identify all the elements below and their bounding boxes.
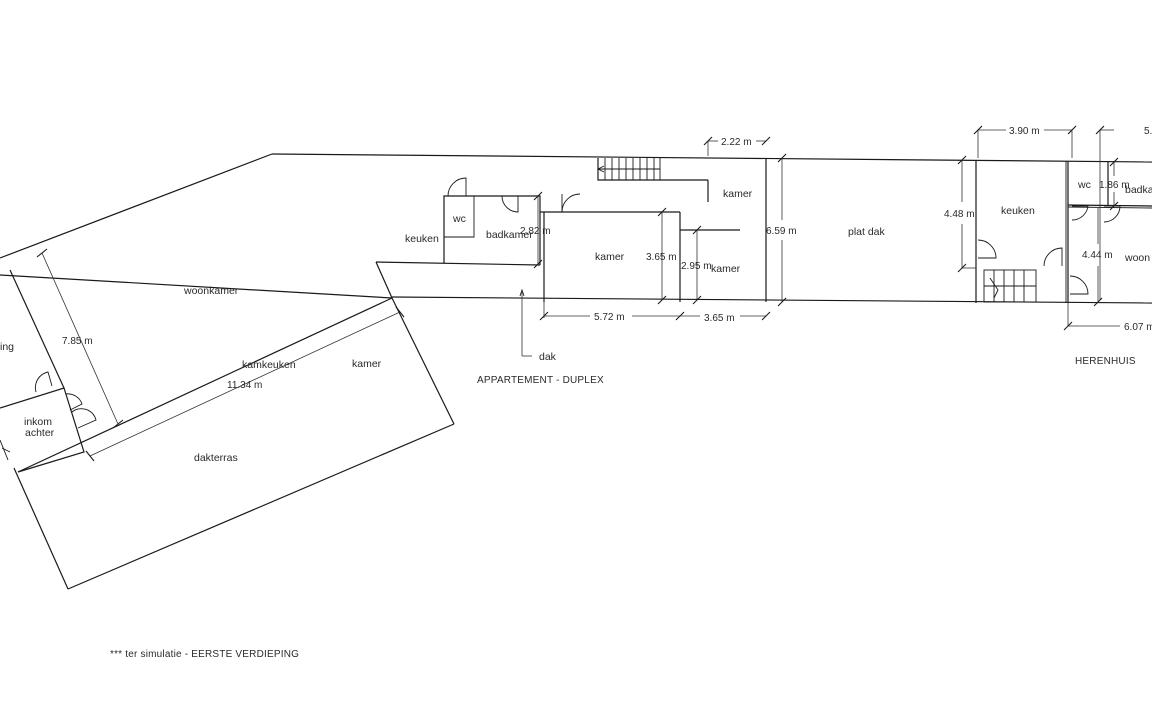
dimension-7.85 (36, 248, 124, 429)
dim-label-3.90: 3.90 m (1009, 126, 1040, 137)
dim-label-7.85: 7.85 m (62, 336, 93, 347)
dimension-6.07 (1063, 303, 1120, 331)
label-kamkeuken: kamkeuken (242, 359, 296, 371)
dimension-3.65-vertical (657, 207, 667, 305)
dimension-2.82 (533, 191, 543, 269)
dimension-2.22 (703, 136, 771, 156)
label-herenhuis: HERENHUIS (1075, 356, 1136, 367)
stairs-appartement (596, 158, 661, 180)
room-labels: woonkamer ing kamkeuken kamer inkom acht… (0, 179, 1152, 464)
dimension-4.44 (1093, 208, 1103, 307)
label-kamer-app-right: kamer (711, 263, 741, 275)
dim-label-4.44: 4.44 m (1082, 250, 1113, 261)
label-dak: dak (539, 351, 557, 363)
door-swings-left (34, 371, 97, 429)
dimension-6.59 (777, 153, 787, 307)
dimension-2.95 (692, 225, 702, 305)
herenhuis-walls (975, 160, 1152, 303)
dim-label-6.07: 6.07 m (1124, 322, 1152, 333)
dim-label-2.22: 2.22 m (721, 137, 752, 148)
label-badkamer-app: badkamer (486, 229, 533, 241)
door-swings-appartement (447, 177, 581, 213)
label-achter: achter (25, 427, 55, 439)
label-keuken-app: keuken (405, 233, 439, 245)
dimension-11.34 (85, 306, 405, 462)
dim-label-2.95: 2.95 m (681, 261, 712, 272)
dim-label-3.65-v: 3.65 m (646, 252, 677, 263)
dimension-1.86 (1109, 157, 1119, 211)
dim-label-3.65-h: 3.65 m (704, 313, 735, 324)
left-building-walls (0, 153, 541, 590)
label-dakterras: dakterras (194, 452, 238, 464)
label-wc-heren: wc (1077, 179, 1091, 191)
label-appartement-duplex: APPARTEMENT - DUPLEX (477, 375, 604, 386)
label-woonkamer: woonkamer (183, 285, 239, 297)
dim-label-4.48: 4.48 m (944, 209, 975, 220)
dimension-labels: 7.85 m 11.34 m 2.82 m 3.65 m 2.95 m 5.72… (62, 126, 1152, 391)
label-keuken-heren: keuken (1001, 205, 1035, 217)
label-kamer-terras: kamer (352, 358, 382, 370)
dimension-5-cut (1095, 125, 1114, 300)
dak-pointer (519, 288, 532, 357)
dim-label-5-cut: 5. (1144, 126, 1152, 137)
label-kamer-app-mid: kamer (595, 251, 625, 263)
dim-label-11.34: 11.34 m (227, 380, 262, 391)
dim-label-5.72: 5.72 m (594, 312, 625, 323)
stairs-herenhuis (983, 269, 1037, 303)
label-plat-dak: plat dak (848, 226, 886, 238)
dim-label-1.86: 1.86 m (1099, 180, 1130, 191)
label-inkom: inkom (24, 416, 52, 428)
label-badkamer-heren: badka (1125, 184, 1152, 196)
dim-label-2.82: 2.82 m (520, 226, 551, 237)
label-ing: ing (0, 341, 14, 353)
door-swings-herenhuis (977, 205, 1121, 295)
dimension-3.65-horizontal (680, 311, 771, 321)
dim-label-6.59: 6.59 m (766, 226, 797, 237)
appartement-walls (271, 153, 1152, 304)
section-labels: APPARTEMENT - DUPLEX HERENHUIS *** ter s… (110, 356, 1136, 660)
dimension-4.48 (957, 155, 976, 273)
label-kamer-app-top: kamer (723, 188, 753, 200)
footnote: *** ter simulatie - EERSTE VERDIEPING (110, 649, 299, 660)
label-woon-heren: woon (1124, 252, 1150, 264)
label-wc-app: wc (452, 213, 466, 225)
dimension-3.90 (973, 125, 1077, 158)
